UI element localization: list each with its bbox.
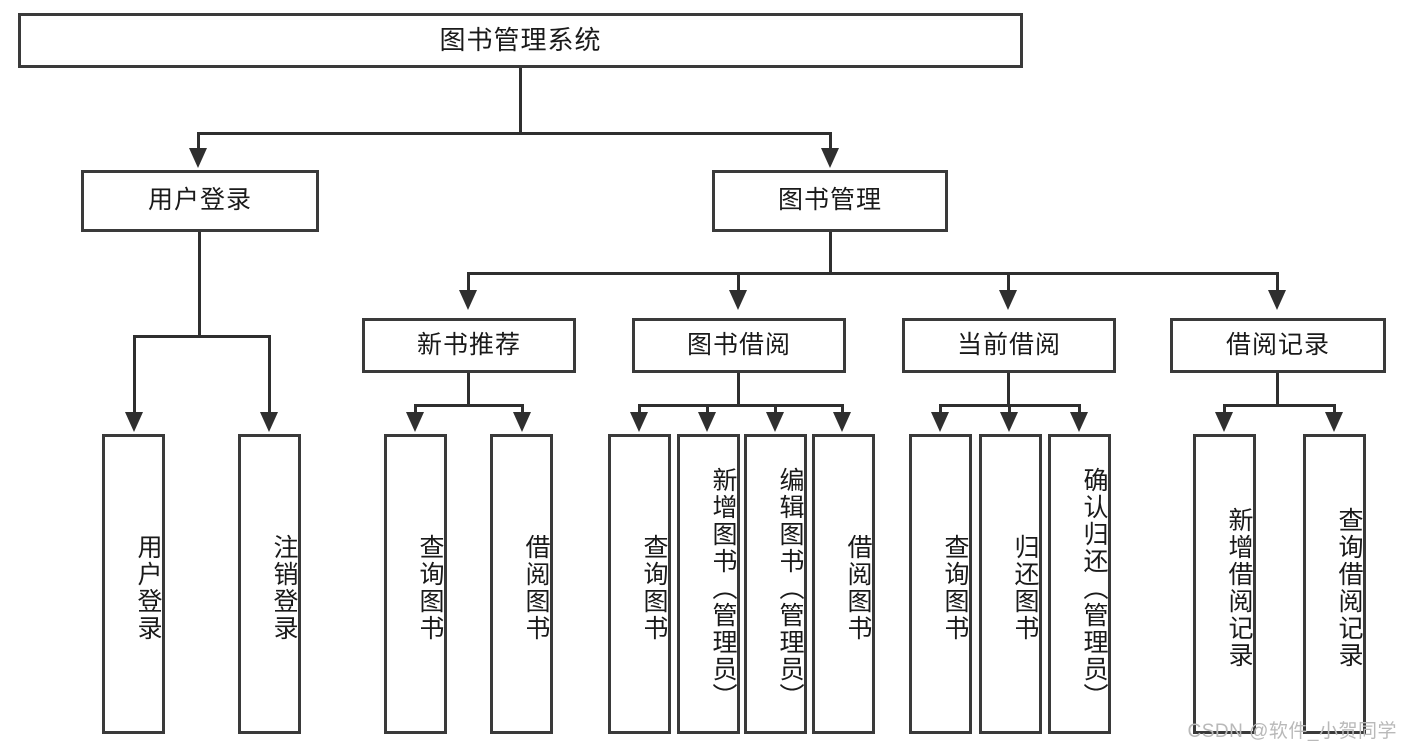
- connector-bb-drop-1: [638, 404, 641, 416]
- leaf-query-book-3[interactable]: 查询图书: [909, 434, 972, 734]
- node-label: 编辑图书（管理员）: [776, 466, 804, 710]
- leaf-add-book[interactable]: 新增图书（管理员）: [677, 434, 740, 734]
- connector-br-bus: [1223, 404, 1336, 407]
- node-label: 借阅记录: [1225, 330, 1330, 359]
- arrow-down-icon: [125, 412, 143, 432]
- arrow-down-icon: [260, 412, 278, 432]
- connector-user-login-stem: [198, 232, 201, 335]
- arrow-down-icon: [1268, 290, 1286, 310]
- arrow-down-icon: [729, 290, 747, 310]
- leaf-query-book-2[interactable]: 查询图书: [608, 434, 671, 734]
- connector-bb-drop-3: [774, 404, 777, 416]
- arrow-down-icon: [1070, 412, 1088, 432]
- connector-br-stem: [1276, 373, 1279, 406]
- connector-book-mgmt-drop-2: [737, 272, 740, 294]
- arrow-down-icon: [833, 412, 851, 432]
- node-borrow-record[interactable]: 借阅记录: [1170, 318, 1386, 373]
- arrow-down-icon: [931, 412, 949, 432]
- node-user-login[interactable]: 用户登录: [81, 170, 319, 232]
- connector-cb-drop-3: [1078, 404, 1081, 416]
- connector-user-login-drop-1: [133, 335, 136, 415]
- leaf-return-book[interactable]: 归还图书: [979, 434, 1042, 734]
- node-current-borrow[interactable]: 当前借阅: [902, 318, 1116, 373]
- connector-book-mgmt-drop-4: [1276, 272, 1279, 294]
- connector-root-drop-1: [197, 132, 200, 152]
- node-label: 用户登录: [147, 186, 252, 215]
- connector-user-login-drop-2: [268, 335, 271, 415]
- connector-book-mgmt-drop-3: [1007, 272, 1010, 294]
- node-new-book-recommend[interactable]: 新书推荐: [362, 318, 576, 373]
- arrow-down-icon: [999, 290, 1017, 310]
- leaf-edit-book[interactable]: 编辑图书（管理员）: [744, 434, 807, 734]
- leaf-user-login[interactable]: 用户登录: [102, 434, 165, 734]
- node-label: 查询图书: [941, 534, 969, 642]
- connector-root-stem: [519, 68, 522, 132]
- arrow-down-icon: [459, 290, 477, 310]
- connector-bb-drop-2: [706, 404, 709, 416]
- node-label: 新增图书（管理员）: [709, 466, 737, 710]
- leaf-logout-login[interactable]: 注销登录: [238, 434, 301, 734]
- leaf-confirm-return[interactable]: 确认归还（管理员）: [1048, 434, 1111, 734]
- connector-bb-drop-4: [841, 404, 844, 416]
- connector-root-bus: [197, 132, 831, 135]
- node-label: 图书管理: [777, 186, 882, 215]
- connector-bb-stem: [737, 373, 740, 406]
- connector-nbr-stem: [467, 373, 470, 406]
- leaf-borrow-book-1[interactable]: 借阅图书: [490, 434, 553, 734]
- node-label: 新书推荐: [416, 330, 521, 359]
- node-label: 查询图书: [640, 534, 668, 642]
- arrow-down-icon: [189, 148, 207, 168]
- arrow-down-icon: [821, 148, 839, 168]
- node-label: 新增借阅记录: [1225, 507, 1253, 669]
- connector-root-drop-2: [829, 132, 832, 152]
- csdn-watermark: CSDN @软件_小贺同学: [1187, 721, 1397, 742]
- node-book-management[interactable]: 图书管理: [712, 170, 948, 232]
- connector-book-mgmt-drop-1: [467, 272, 470, 294]
- node-label: 图书管理系统: [439, 25, 602, 56]
- arrow-down-icon: [630, 412, 648, 432]
- arrow-down-icon: [513, 412, 531, 432]
- connector-book-mgmt-bus: [467, 272, 1279, 275]
- node-label: 当前借阅: [956, 330, 1061, 359]
- leaf-borrow-book-2[interactable]: 借阅图书: [812, 434, 875, 734]
- connector-user-login-bus: [133, 335, 271, 338]
- arrow-down-icon: [766, 412, 784, 432]
- connector-nbr-drop-1: [414, 404, 417, 416]
- connector-book-mgmt-stem: [829, 232, 832, 274]
- node-label: 归还图书: [1011, 534, 1039, 642]
- connector-bb-bus: [638, 404, 844, 407]
- node-book-borrow[interactable]: 图书借阅: [632, 318, 846, 373]
- node-label: 查询借阅记录: [1335, 507, 1363, 669]
- node-label: 借阅图书: [844, 534, 872, 642]
- connector-cb-stem: [1007, 373, 1010, 406]
- node-label: 确认归还（管理员）: [1080, 466, 1108, 710]
- connector-cb-drop-1: [939, 404, 942, 416]
- connector-nbr-bus: [414, 404, 524, 407]
- arrow-down-icon: [1000, 412, 1018, 432]
- connector-br-drop-1: [1223, 404, 1226, 416]
- node-label: 借阅图书: [522, 534, 550, 642]
- node-label: 查询图书: [416, 534, 444, 642]
- arrow-down-icon: [1325, 412, 1343, 432]
- node-root-system[interactable]: 图书管理系统: [18, 13, 1023, 68]
- node-label: 用户登录: [134, 534, 162, 642]
- connector-br-drop-2: [1333, 404, 1336, 416]
- connector-cb-drop-2: [1008, 404, 1011, 416]
- arrow-down-icon: [698, 412, 716, 432]
- node-label: 注销登录: [270, 534, 298, 642]
- leaf-query-record[interactable]: 查询借阅记录: [1303, 434, 1366, 734]
- connector-nbr-drop-2: [521, 404, 524, 416]
- arrow-down-icon: [406, 412, 424, 432]
- arrow-down-icon: [1215, 412, 1233, 432]
- leaf-add-record[interactable]: 新增借阅记录: [1193, 434, 1256, 734]
- node-label: 图书借阅: [686, 330, 791, 359]
- leaf-query-book-1[interactable]: 查询图书: [384, 434, 447, 734]
